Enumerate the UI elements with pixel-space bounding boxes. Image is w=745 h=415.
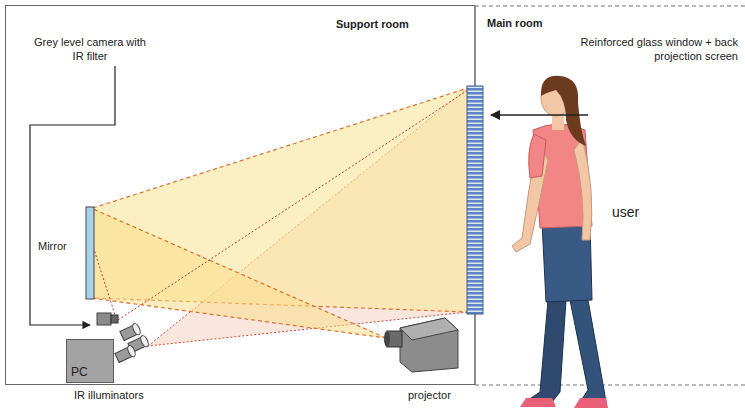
illuminators-label: IR illuminators bbox=[74, 389, 144, 403]
leader-lines bbox=[30, 66, 115, 325]
projector bbox=[400, 318, 458, 340]
camera-view-lines bbox=[91, 240, 116, 318]
ir-illuminators bbox=[139, 335, 150, 348]
main-room: Main room bbox=[475, 5, 743, 385]
camera-label: Grey level camera with IR filter bbox=[30, 36, 150, 64]
ir-illuminators bbox=[114, 323, 149, 364]
projection-beam bbox=[91, 88, 468, 338]
projector bbox=[400, 318, 458, 372]
projector bbox=[384, 331, 390, 347]
window-screen bbox=[467, 86, 483, 314]
user-figure bbox=[570, 300, 606, 402]
user-figure bbox=[529, 134, 546, 178]
leader-lines bbox=[491, 114, 588, 116]
node-heading: PC bbox=[71, 365, 88, 379]
user-figure bbox=[574, 138, 592, 240]
room-lines bbox=[475, 5, 745, 6]
user-figure bbox=[512, 76, 608, 408]
user-figure bbox=[520, 398, 556, 407]
camera-view-lines bbox=[91, 90, 468, 320]
camera bbox=[97, 313, 118, 325]
camera bbox=[111, 315, 118, 323]
camera-view-lines bbox=[118, 90, 468, 320]
mirror-label: Mirror bbox=[38, 240, 67, 254]
user-figure bbox=[574, 398, 608, 408]
room-lines bbox=[475, 384, 745, 385]
camera bbox=[97, 313, 111, 325]
mirror bbox=[86, 207, 94, 299]
user-label: user bbox=[612, 204, 639, 222]
node-heading: Support room bbox=[336, 18, 409, 31]
projector-label: projector bbox=[408, 389, 451, 403]
user-figure bbox=[541, 76, 586, 146]
ir-illuminators bbox=[126, 345, 137, 358]
support-room: Support roomPC bbox=[5, 5, 475, 385]
projector bbox=[384, 318, 458, 372]
room-lines bbox=[475, 6, 745, 385]
pc-box: PC bbox=[66, 339, 114, 383]
ir-illuminators bbox=[114, 345, 136, 364]
window-label: Reinforced glass window + back projectio… bbox=[572, 36, 738, 64]
projection-beam bbox=[91, 208, 386, 338]
leader-lines bbox=[30, 66, 588, 325]
node-heading: Main room bbox=[487, 17, 543, 30]
user-figure bbox=[528, 300, 566, 402]
ir-illuminators bbox=[131, 323, 142, 336]
